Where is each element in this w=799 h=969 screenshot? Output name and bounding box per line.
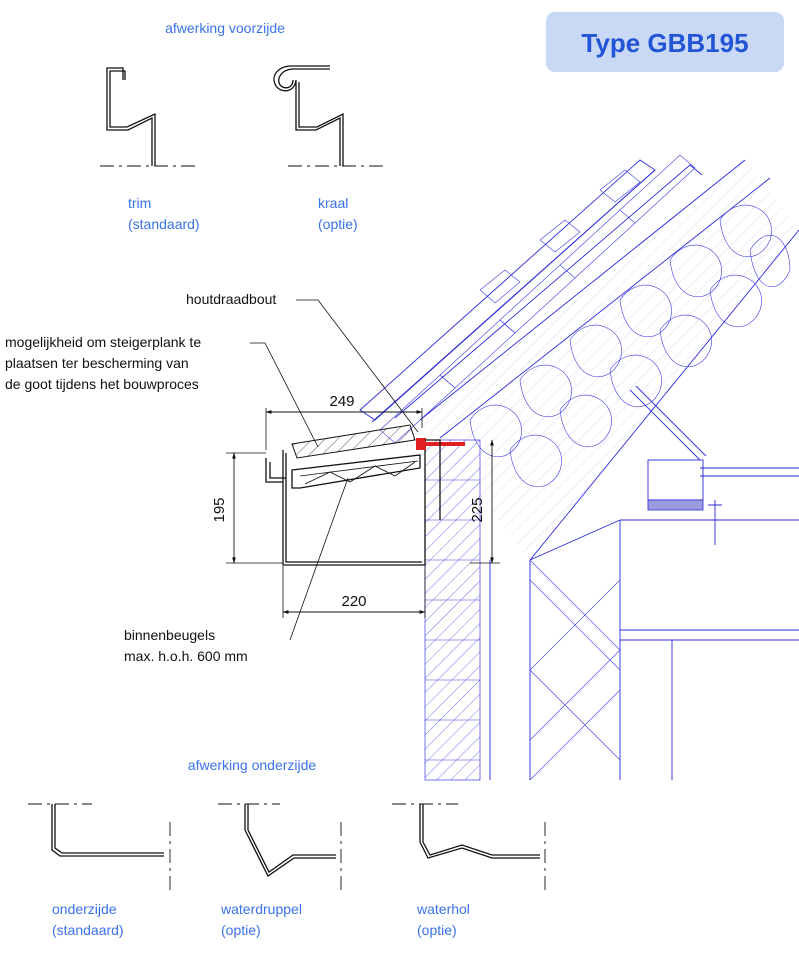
waterdruppel-label: waterdruppel: [220, 901, 302, 917]
kraal-sublabel: (optie): [318, 216, 358, 232]
plank-callout-line1: mogelijkheid om steigerplank te: [5, 334, 201, 350]
front-finish-heading: afwerking voorzijde: [165, 20, 285, 36]
waterhol-profile: [392, 803, 546, 890]
dim-bottom-width: 220: [341, 593, 366, 610]
title-badge: Type GBB195: [546, 12, 784, 72]
kraal-profile: [273, 65, 385, 167]
waterhol-sublabel: (optie): [417, 922, 457, 938]
trim-label: trim: [128, 195, 151, 211]
plank-callout-line3: de goot tijdens het bouwproces: [5, 376, 199, 392]
dim-height-right: 225: [469, 497, 486, 522]
front-finish-section: afwerking voorzijde trim (standaard) kra…: [100, 20, 385, 232]
brackets-callout-line2: max. h.o.h. 600 mm: [124, 648, 248, 664]
bolt-callout-label: houtdraadbout: [186, 291, 276, 307]
title-text: Type GBB195: [581, 28, 748, 58]
trim-sublabel: (standaard): [128, 216, 200, 232]
dim-height-left: 195: [211, 497, 228, 522]
bottom-finish-section: afwerking onderzijde onderzijde (standaa…: [28, 757, 546, 938]
waterdruppel-sublabel: (optie): [221, 922, 261, 938]
dimensions: 249 195 225 220: [211, 393, 500, 618]
gutter-profile: [265, 424, 465, 566]
dim-top-width: 249: [329, 393, 354, 410]
onderzijde-sublabel: (standaard): [52, 922, 124, 938]
plank-callout-line2: plaatsen ter bescherming van: [5, 355, 189, 371]
kraal-label: kraal: [318, 195, 348, 211]
roof-construction: [359, 154, 799, 781]
onderzijde-label: onderzijde: [52, 901, 117, 917]
callouts: houtdraadbout mogelijkheid om steigerpla…: [5, 291, 419, 664]
waterdruppel-profile: [218, 803, 342, 890]
waterhol-label: waterhol: [416, 901, 470, 917]
onderzijde-profile: [28, 803, 171, 890]
bottom-finish-heading: afwerking onderzijde: [188, 757, 317, 773]
trim-profile: [100, 67, 195, 167]
brackets-callout-line1: binnenbeugels: [124, 627, 215, 643]
brick-wall: [424, 439, 481, 781]
